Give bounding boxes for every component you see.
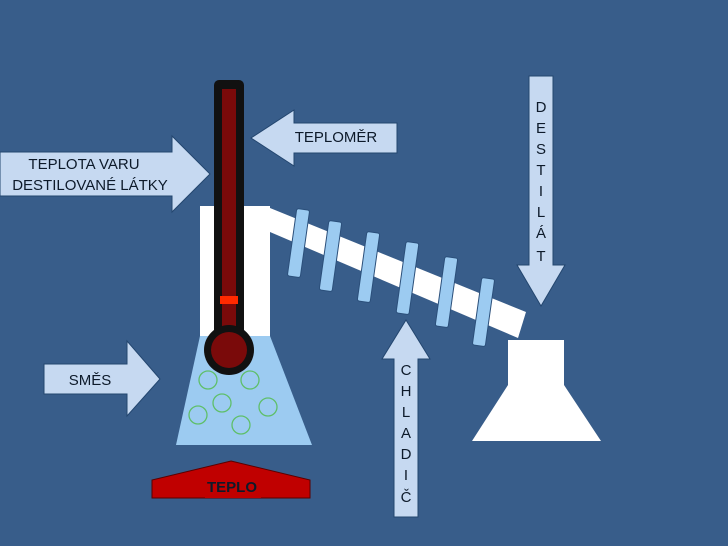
condenser-letter: I	[404, 467, 408, 484]
bubble	[188, 405, 208, 425]
condenser-label: C H L A D I Č	[401, 362, 412, 506]
thermometer-bulb-fluid	[211, 332, 247, 368]
boiling-point-label-line1: TEPLOTA VARU	[28, 156, 139, 173]
distillate-letter: L	[537, 204, 545, 221]
condenser-fin	[318, 220, 343, 292]
distillate-letter: T	[536, 162, 545, 179]
distillate-label: D E S T I L Á T	[536, 99, 547, 265]
boiling-point-arrow	[0, 134, 211, 214]
heat-label: TEPLO	[207, 479, 257, 496]
thermometer-label: TEPLOMĚR	[295, 129, 378, 146]
mixture-arrow	[43, 339, 161, 418]
condenser-fin	[287, 208, 310, 278]
distillate-letter: Á	[536, 225, 546, 242]
condenser-letter: A	[401, 425, 411, 442]
bubbles	[188, 370, 278, 435]
thermometer-fluid	[222, 89, 236, 339]
distillate-letter: S	[536, 141, 546, 158]
condenser-fin	[472, 277, 495, 347]
condenser-letter: Č	[401, 489, 412, 506]
distillate-arrow	[516, 75, 566, 307]
bubble	[240, 370, 260, 390]
condenser-fin	[356, 231, 381, 303]
condenser-letter: H	[401, 383, 412, 400]
bubble	[212, 393, 232, 413]
condenser-arrow	[381, 319, 431, 518]
bubble	[198, 370, 218, 390]
condenser-fin	[434, 256, 459, 328]
condenser-letter: C	[401, 362, 412, 379]
condenser-letter: D	[401, 446, 412, 463]
distillate-letter: D	[536, 99, 547, 116]
boiling-point-label-line2: DESTILOVANÉ LÁTKY	[12, 177, 168, 194]
thermometer-arrow	[250, 109, 398, 167]
distillate-letter: E	[536, 120, 546, 137]
condenser-letter: L	[402, 404, 410, 421]
bubble	[231, 415, 251, 435]
bubble	[258, 397, 278, 417]
distillate-letter: I	[539, 183, 543, 200]
distillate-letter: T	[536, 248, 545, 265]
collection-flask	[472, 340, 601, 441]
heat-label-box	[205, 476, 261, 498]
condenser-fin	[395, 241, 420, 315]
mixture-label: SMĚS	[69, 372, 112, 389]
thermometer-marker	[220, 296, 238, 304]
condenser-fins	[287, 208, 495, 347]
